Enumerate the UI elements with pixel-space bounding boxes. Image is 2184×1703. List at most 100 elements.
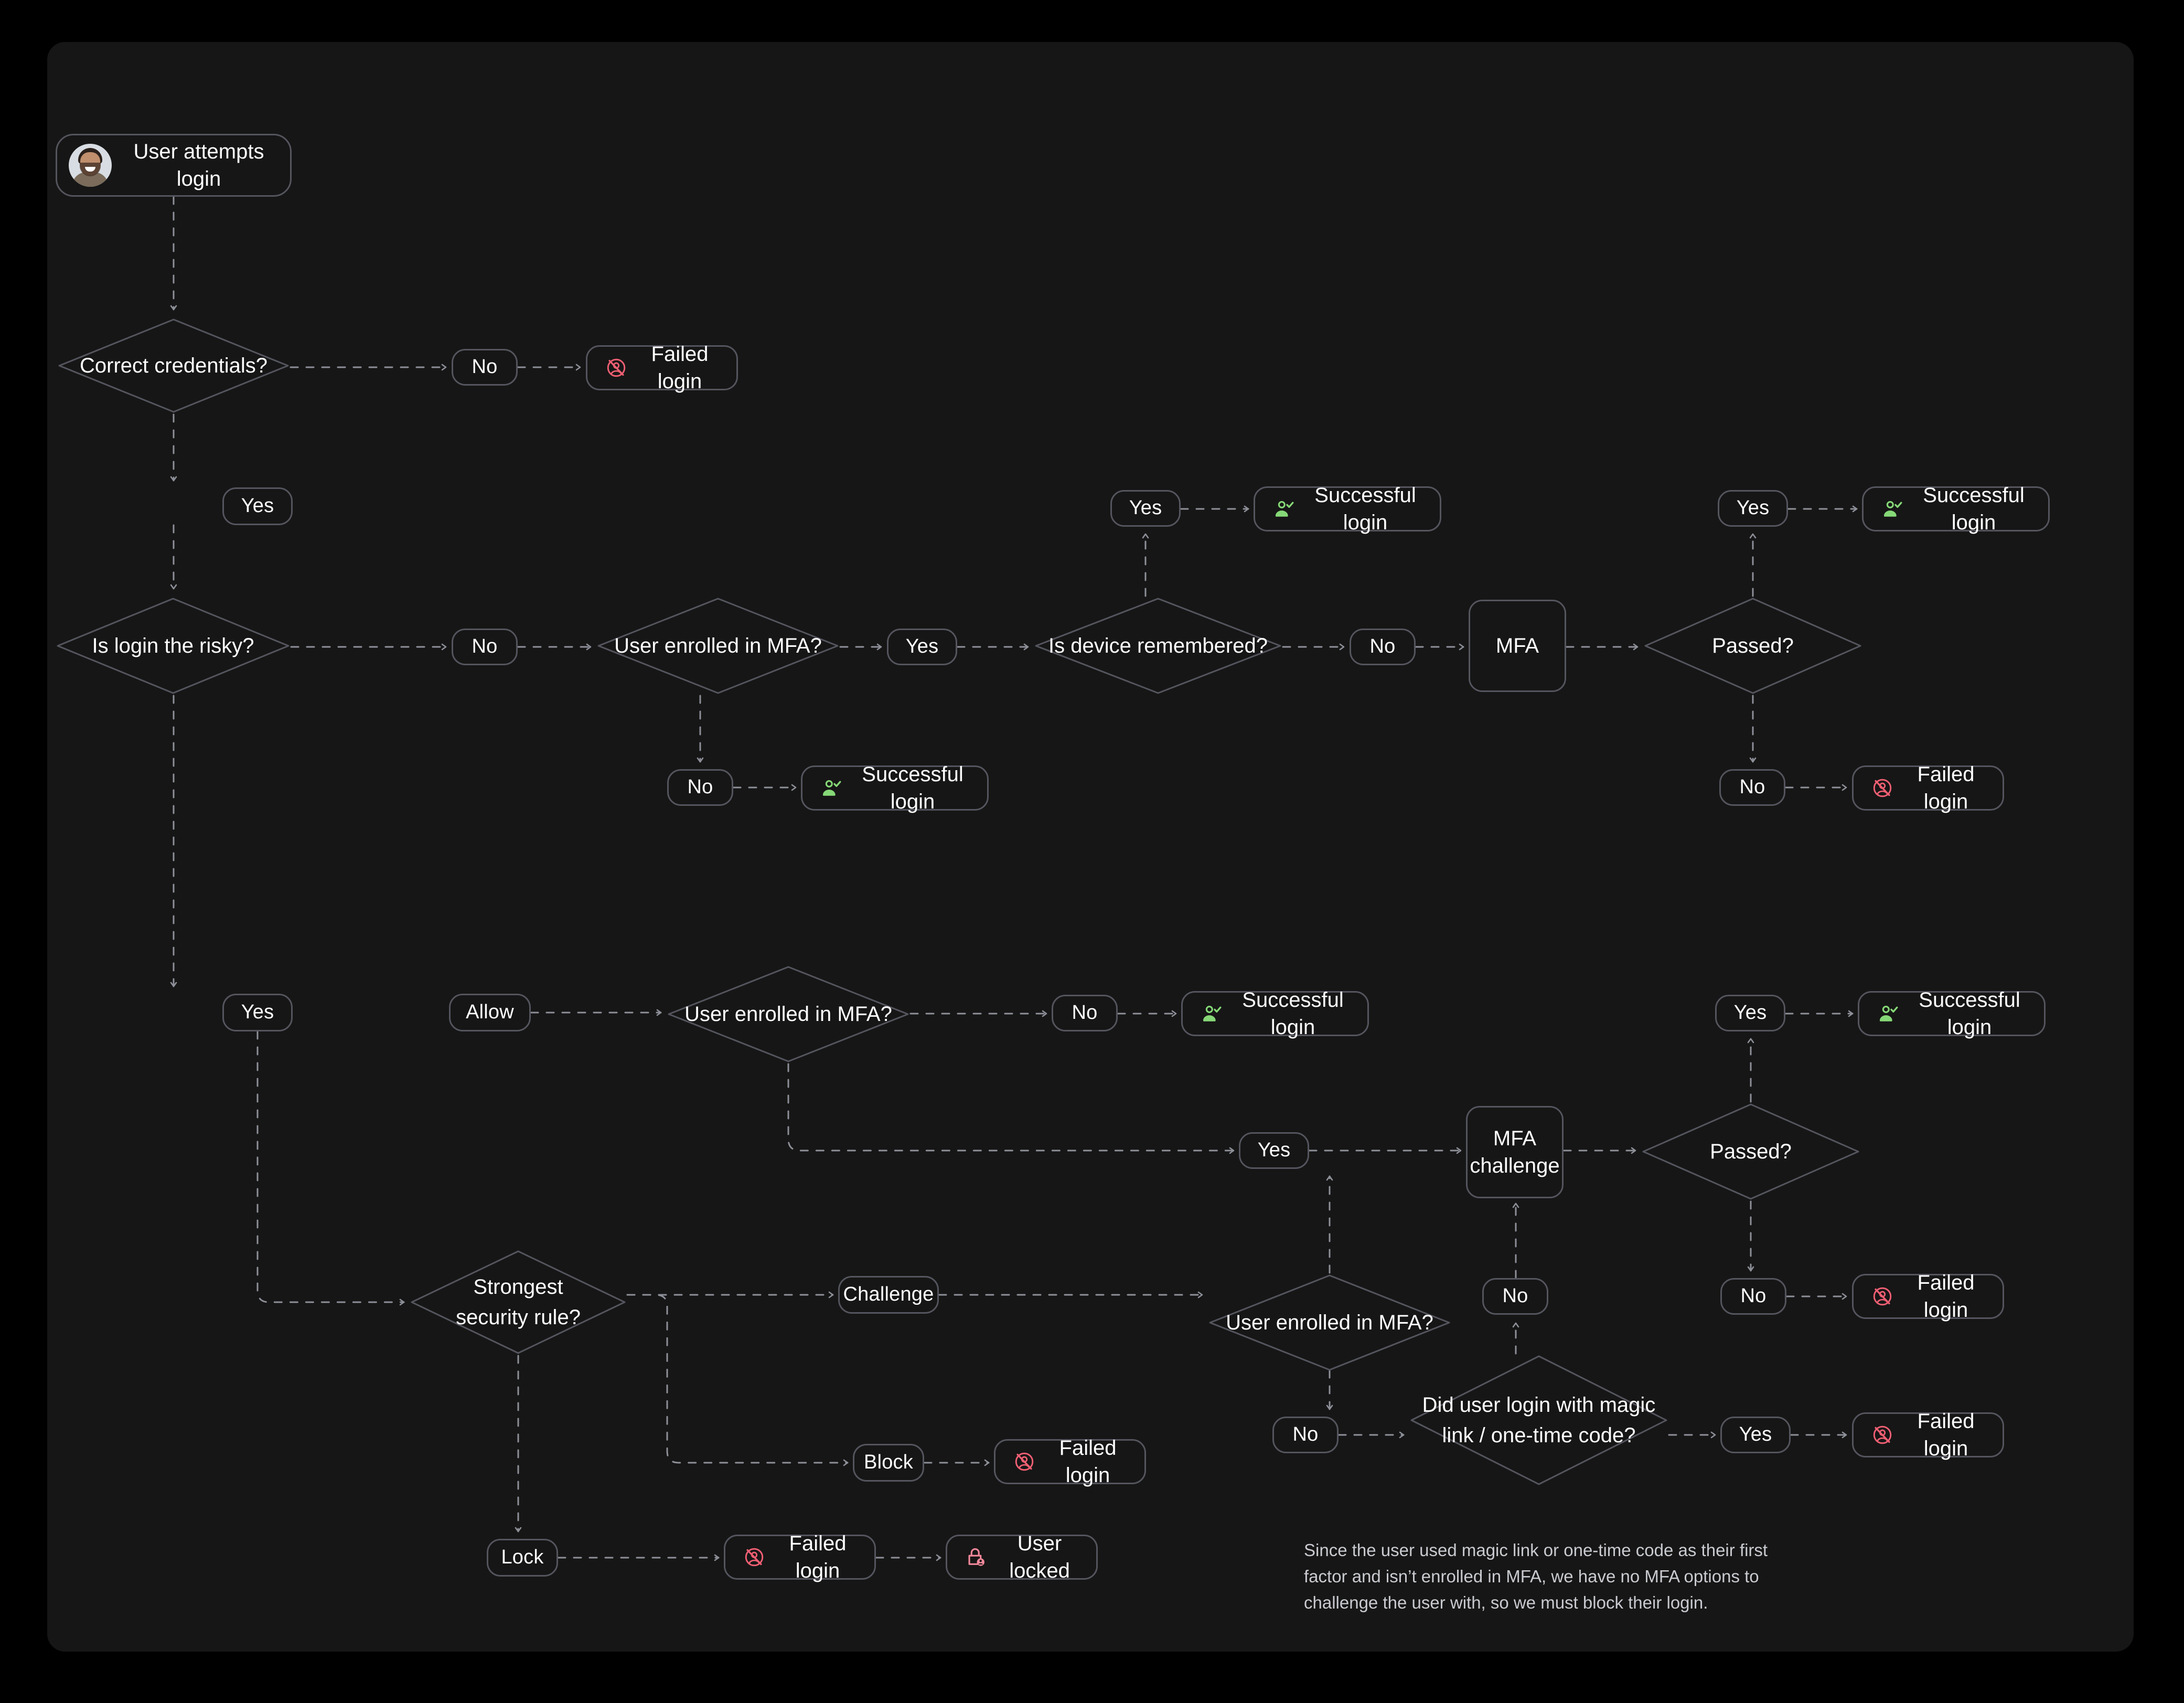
- edge-label-yes[interactable]: Yes: [1718, 490, 1788, 527]
- decision-passed[interactable]: Passed?: [1643, 596, 1863, 696]
- terminal-label: Successful login: [1314, 484, 1416, 534]
- terminal-label: Successful login: [1919, 988, 2020, 1039]
- process-mfa-challenge[interactable]: MFA challenge: [1466, 1106, 1564, 1198]
- pill-label: Yes: [1733, 1002, 1767, 1024]
- decision-user-enrolled-mfa[interactable]: User enrolled in MFA?: [596, 596, 840, 696]
- terminal-label: Failed login: [1917, 1271, 1975, 1322]
- decision-label: User enrolled in MFA?: [684, 1003, 892, 1026]
- pill-label: No: [472, 356, 498, 378]
- decision-magic-link-one-time-code[interactable]: Did user login with magic link / one-tim…: [1409, 1354, 1669, 1487]
- terminal-failed-login[interactable]: Failed login: [1852, 1410, 2004, 1460]
- diamond-shape: [1209, 1274, 1450, 1371]
- edge-label-challenge[interactable]: Challenge: [838, 1276, 939, 1314]
- edge-label-yes[interactable]: Yes: [1720, 1417, 1791, 1453]
- edge-rule-to-block: [626, 1294, 849, 1466]
- terminal-label: Failed login: [789, 1532, 847, 1582]
- terminal-successful-login[interactable]: Successful login: [1862, 484, 2050, 534]
- edge-label-no[interactable]: No: [1720, 1278, 1786, 1315]
- decision-user-enrolled-mfa[interactable]: User enrolled in MFA?: [1207, 1273, 1452, 1372]
- user-avatar: [69, 144, 112, 187]
- pill-label: No: [1739, 776, 1765, 799]
- pill-label: No: [1369, 635, 1396, 658]
- edge-label-lock[interactable]: Lock: [487, 1539, 558, 1577]
- pill-label: No: [687, 776, 713, 799]
- terminal-successful-login[interactable]: Successful login: [801, 763, 989, 813]
- decision-label-line2: security rule?: [456, 1306, 581, 1329]
- edge-label-yes[interactable]: Yes: [887, 629, 957, 665]
- pill-label: Yes: [241, 495, 274, 517]
- pill-label: No: [1740, 1285, 1767, 1307]
- terminal-successful-login[interactable]: Successful login: [1858, 988, 2046, 1039]
- terminal-label: Successful login: [862, 763, 963, 813]
- diamond-shape: [1410, 1355, 1667, 1485]
- pill-label: Yes: [1129, 497, 1162, 519]
- pill-label: No: [472, 635, 498, 658]
- process-label-line1: MFA: [1493, 1127, 1537, 1150]
- decision-is-login-risky[interactable]: Is login the risky?: [55, 596, 291, 696]
- user-blocked-icon: [1873, 779, 1892, 797]
- flowchart-board: User attempts login Correct credentials?…: [47, 42, 2134, 1652]
- edge-label-yes[interactable]: Yes: [1239, 1132, 1309, 1169]
- pill-label: No: [1502, 1285, 1528, 1307]
- decision-label: Passed?: [1710, 1140, 1792, 1163]
- user-check-icon: [1879, 1005, 1898, 1021]
- terminal-failed-login[interactable]: Failed login: [994, 1436, 1146, 1487]
- pill-label: Yes: [905, 635, 939, 658]
- pill-label: No: [1072, 1002, 1098, 1024]
- terminal-label: Failed login: [1917, 1410, 1975, 1460]
- user-blocked-icon: [1873, 1287, 1892, 1306]
- user-blocked-icon: [1873, 1425, 1892, 1444]
- note-line-2: factor and isn’t enrolled in MFA, we hav…: [1304, 1567, 1759, 1587]
- edge-label-block[interactable]: Block: [853, 1444, 924, 1482]
- edge-label-no[interactable]: No: [1052, 995, 1118, 1031]
- process-mfa[interactable]: MFA: [1469, 600, 1566, 692]
- decision-label: Passed?: [1712, 634, 1794, 657]
- terminal-label: Successful login: [1242, 988, 1344, 1039]
- diamond-shape: [411, 1250, 626, 1354]
- decision-passed[interactable]: Passed?: [1641, 1102, 1861, 1201]
- edge-enrolled2-to-yes7: [787, 1063, 1235, 1154]
- edge-label-yes[interactable]: Yes: [1715, 995, 1785, 1031]
- terminal-failed-login[interactable]: Failed login: [1852, 1271, 2004, 1322]
- decision-label: Correct credentials?: [80, 354, 267, 377]
- decision-label-line1: Did user login with magic: [1422, 1393, 1656, 1417]
- decision-strongest-security-rule[interactable]: Strongest security rule?: [409, 1249, 627, 1356]
- edge-label-no[interactable]: No: [1272, 1417, 1339, 1453]
- pill-label: Yes: [241, 1001, 274, 1024]
- edge-label-no[interactable]: No: [1350, 629, 1416, 665]
- terminal-label: Failed login: [651, 343, 709, 393]
- edge-label-no[interactable]: No: [452, 349, 518, 386]
- decision-correct-credentials[interactable]: Correct credentials?: [57, 317, 291, 414]
- pill-label: Yes: [1257, 1139, 1291, 1162]
- pill-label: Yes: [1739, 1423, 1772, 1446]
- decision-label-line1: Strongest: [473, 1275, 563, 1298]
- terminal-label: User locked: [1009, 1532, 1070, 1582]
- terminal-failed-login[interactable]: Failed login: [586, 343, 738, 393]
- edge-label-no[interactable]: No: [1482, 1278, 1548, 1315]
- edge-label-yes[interactable]: Yes: [222, 994, 293, 1031]
- decision-is-device-remembered[interactable]: Is device remembered?: [1033, 596, 1283, 696]
- terminal-failed-login[interactable]: Failed login: [724, 1532, 876, 1582]
- start-node-user-attempts-login[interactable]: User attempts login: [56, 134, 292, 197]
- user-check-icon: [1883, 501, 1902, 517]
- terminal-failed-login[interactable]: Failed login: [1852, 763, 2004, 813]
- decision-label: User enrolled in MFA?: [1226, 1311, 1433, 1334]
- decision-label-line2: link / one-time code?: [1442, 1424, 1636, 1447]
- user-blocked-icon: [1015, 1452, 1034, 1471]
- terminal-user-locked[interactable]: User locked: [946, 1532, 1098, 1582]
- terminal-successful-login[interactable]: Successful login: [1254, 484, 1441, 534]
- terminal-label: Failed login: [1917, 763, 1975, 813]
- edge-label-no[interactable]: No: [452, 629, 518, 665]
- decision-label: User enrolled in MFA?: [614, 634, 822, 657]
- edge-label-no[interactable]: No: [667, 769, 733, 806]
- diamond-shape: [1644, 598, 1861, 694]
- note-line-1: Since the user used magic link or one-ti…: [1304, 1540, 1768, 1560]
- edge-label-yes[interactable]: Yes: [222, 487, 293, 525]
- diamond-shape: [597, 598, 839, 694]
- edge-label-no[interactable]: No: [1719, 769, 1785, 806]
- terminal-successful-login[interactable]: Successful login: [1181, 988, 1369, 1039]
- edge-label-yes[interactable]: Yes: [1110, 490, 1181, 527]
- edge-label-allow[interactable]: Allow: [449, 994, 531, 1031]
- decision-user-enrolled-mfa[interactable]: User enrolled in MFA?: [666, 964, 911, 1064]
